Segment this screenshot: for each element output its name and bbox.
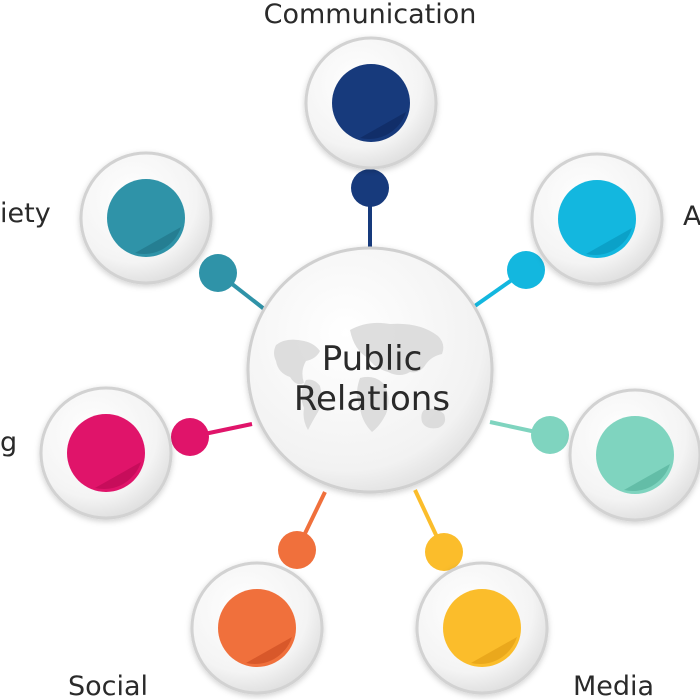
outer-nodes [39,36,700,695]
connectors [189,190,551,553]
dot-media-teal [531,416,569,454]
world-map-icon [274,322,446,432]
dot-a [507,251,545,289]
dot-g [171,418,209,456]
label-g: g [0,427,17,458]
node-a-core [558,180,636,258]
center-title-line2: Relations [294,379,450,419]
label-media: Media [573,671,654,700]
node-social-core [218,589,296,667]
center-title-line1: Public [322,339,423,379]
connector-dots [171,169,569,571]
node-communication [304,36,438,170]
node-media [415,561,549,695]
node-media-teal-core [596,416,674,494]
node-media-core [443,589,521,667]
node-media-teal [568,388,700,522]
node-iety [79,151,213,285]
label-social: Social [68,671,148,700]
node-communication-core [332,64,410,142]
label-iety: iety [0,198,51,229]
node-social [190,561,324,695]
node-a [530,152,664,286]
label-a: A [683,201,700,232]
center-hub: Public Relations [246,246,494,494]
dot-iety [199,254,237,292]
node-iety-core [107,179,185,257]
node-g [39,386,173,520]
label-communication: Communication [264,0,477,30]
node-g-core [67,414,145,492]
dot-media [425,533,463,571]
dot-communication [351,169,389,207]
dot-social [278,531,316,569]
